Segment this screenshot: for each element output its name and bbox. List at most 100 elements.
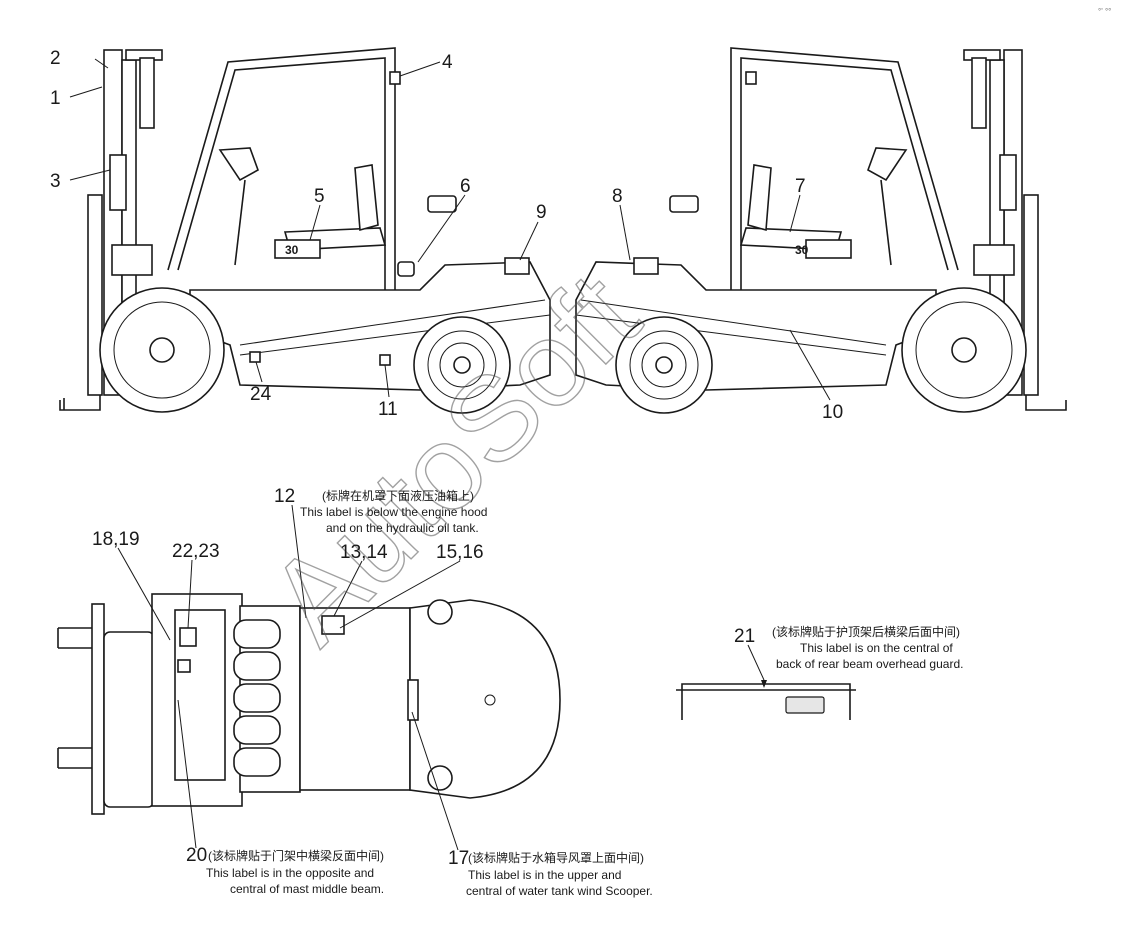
forklift-left-side-view: 30 <box>59 47 551 414</box>
rear-wheel-ring <box>439 342 485 388</box>
leader-2 <box>94 58 109 69</box>
label-11-mark <box>379 354 391 366</box>
note-20-cn: (该标牌贴于门架中横梁反面中间) <box>208 848 384 863</box>
callout-17: 17 <box>448 848 469 869</box>
rear-wheel-hub <box>453 356 471 374</box>
hook-r <box>669 195 699 213</box>
leader-11 <box>384 364 390 398</box>
carriage-r <box>973 244 1015 276</box>
leader-20 <box>177 699 197 849</box>
corner-mark-icon: °' °° <box>1098 7 1111 16</box>
callout-5: 5 <box>314 186 325 207</box>
callout-3: 3 <box>50 171 61 192</box>
rear-ring-r <box>641 342 687 388</box>
leader-6 <box>417 194 466 263</box>
leader-21 <box>747 644 765 681</box>
body-stripe <box>239 299 546 346</box>
guard-inner-r <box>740 57 949 290</box>
callout-24: 24 <box>250 384 272 405</box>
leader-8 <box>619 204 631 261</box>
body-stripe-2 <box>239 314 551 356</box>
seat-back <box>354 164 379 232</box>
carriage <box>111 244 153 276</box>
mast-plate-r <box>999 154 1017 211</box>
mast-label-plate <box>109 154 127 211</box>
leader-5 <box>309 204 321 241</box>
rear-wheel-top-2 <box>427 765 453 791</box>
callout-7: 7 <box>795 176 806 197</box>
fork <box>59 395 101 411</box>
label-4-mark <box>389 71 401 85</box>
overhead-guard-inner <box>177 57 386 290</box>
leader-15-16 <box>339 560 461 629</box>
guard-mark-r <box>745 71 757 85</box>
fork-r <box>1025 395 1067 411</box>
hub-r <box>951 337 977 363</box>
callout-21: 21 <box>734 626 755 647</box>
note-17-cn: (该标牌贴于水箱导风罩上面中间) <box>468 850 644 865</box>
badge-r <box>805 239 852 259</box>
forklift-right-side-view <box>575 47 1067 414</box>
fork-top-upper <box>57 627 92 649</box>
counterweight-hook <box>427 195 457 213</box>
note-21-en1: This label is on the central of <box>800 641 953 655</box>
fork-carriage-plate <box>87 194 103 396</box>
leader-24 <box>255 361 263 383</box>
column-r <box>880 179 892 266</box>
badge-text-right: 30 <box>795 243 809 257</box>
callout-18-19: 18,19 <box>92 529 140 550</box>
note-12-cn: (标牌在机罩下面液压油箱上) <box>322 488 474 503</box>
label-24-mark <box>249 351 261 363</box>
stripe2-r <box>575 314 887 356</box>
label-18-19-mark <box>177 659 191 673</box>
fork-plate-top <box>91 603 105 815</box>
note-20-en2: central of mast middle beam. <box>230 882 384 896</box>
callout-8: 8 <box>612 186 623 207</box>
note-12-en2: and on the hydraulic oil tank. <box>326 521 479 535</box>
callout-12: 12 <box>274 486 295 507</box>
badge-text: 30 <box>285 243 299 257</box>
callout-6: 6 <box>460 176 471 197</box>
rear-hub-r <box>655 356 673 374</box>
note-12-en1: This label is below the engine hood <box>300 505 487 519</box>
label-21-plate <box>785 696 825 714</box>
rear-wheel-top-1 <box>427 599 453 625</box>
leader-3 <box>69 169 111 181</box>
callout-22-23: 22,23 <box>172 541 220 562</box>
callout-11: 11 <box>378 399 398 420</box>
callout-2: 2 <box>50 48 61 69</box>
callout-20: 20 <box>186 845 207 866</box>
rear-beam <box>681 683 851 720</box>
guard-slot-5 <box>233 747 281 777</box>
steering-r <box>867 147 908 182</box>
rear-wheel-rim <box>427 330 497 400</box>
label-13-14-mark <box>321 615 345 635</box>
fork-plate-r <box>1023 194 1039 396</box>
stripe-r <box>580 299 887 346</box>
steering-wheel <box>218 147 259 182</box>
overhead-guard <box>167 47 396 290</box>
rear-rim-r <box>629 330 699 400</box>
seat-back-r <box>747 164 772 232</box>
rim-r <box>915 301 1013 399</box>
callout-13-14: 13,14 <box>340 542 388 563</box>
leader-4 <box>399 61 441 77</box>
leader-7 <box>789 194 801 233</box>
callout-4: 4 <box>442 52 453 73</box>
guard-r <box>730 47 959 290</box>
guard-slot-2 <box>233 651 281 681</box>
note-17-en2: central of water tank wind Scooper. <box>466 884 653 898</box>
leader-1 <box>69 86 103 98</box>
leader-22-23 <box>187 559 193 629</box>
leader-9 <box>519 221 539 261</box>
leader-18-19 <box>117 547 171 641</box>
model-badge-30 <box>274 239 321 259</box>
label-22-23-mark <box>179 627 197 647</box>
forklift-top-view <box>57 504 561 851</box>
leader-13-14 <box>333 560 363 617</box>
guard-slot-1 <box>233 619 281 649</box>
note-17-en1: This label is in the upper and <box>468 868 621 882</box>
callout-1: 1 <box>50 88 61 109</box>
label-8-grille <box>633 257 659 275</box>
